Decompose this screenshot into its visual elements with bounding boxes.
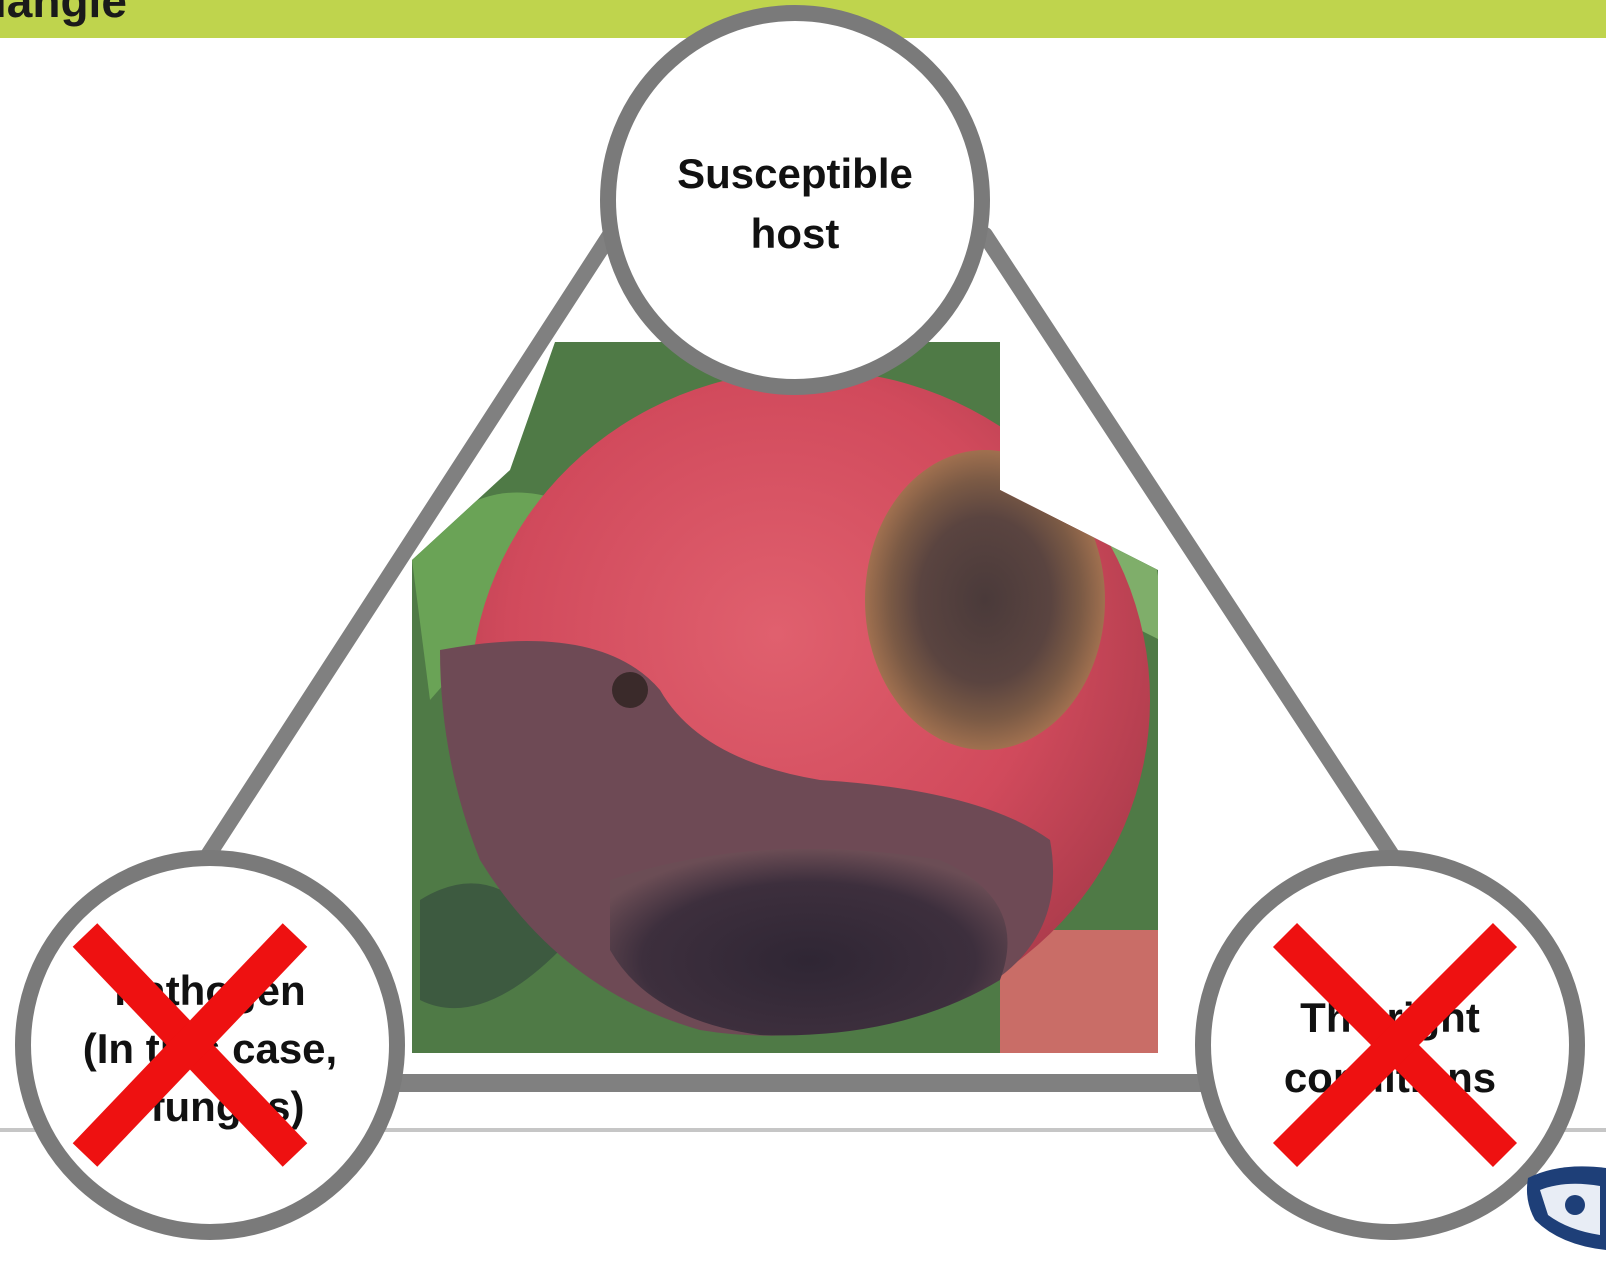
host-label-line-2: host [751, 210, 840, 257]
node-susceptible-host: Susceptible host [608, 13, 982, 387]
host-label-line-1: Susceptible [677, 150, 913, 197]
node-right-conditions: The right conditions [1203, 858, 1577, 1232]
university-shield-logo [1527, 1166, 1606, 1250]
node-pathogen: Pathogen (In this case, a fungus) [23, 858, 397, 1232]
apple-rot-photo [400, 335, 1170, 1065]
